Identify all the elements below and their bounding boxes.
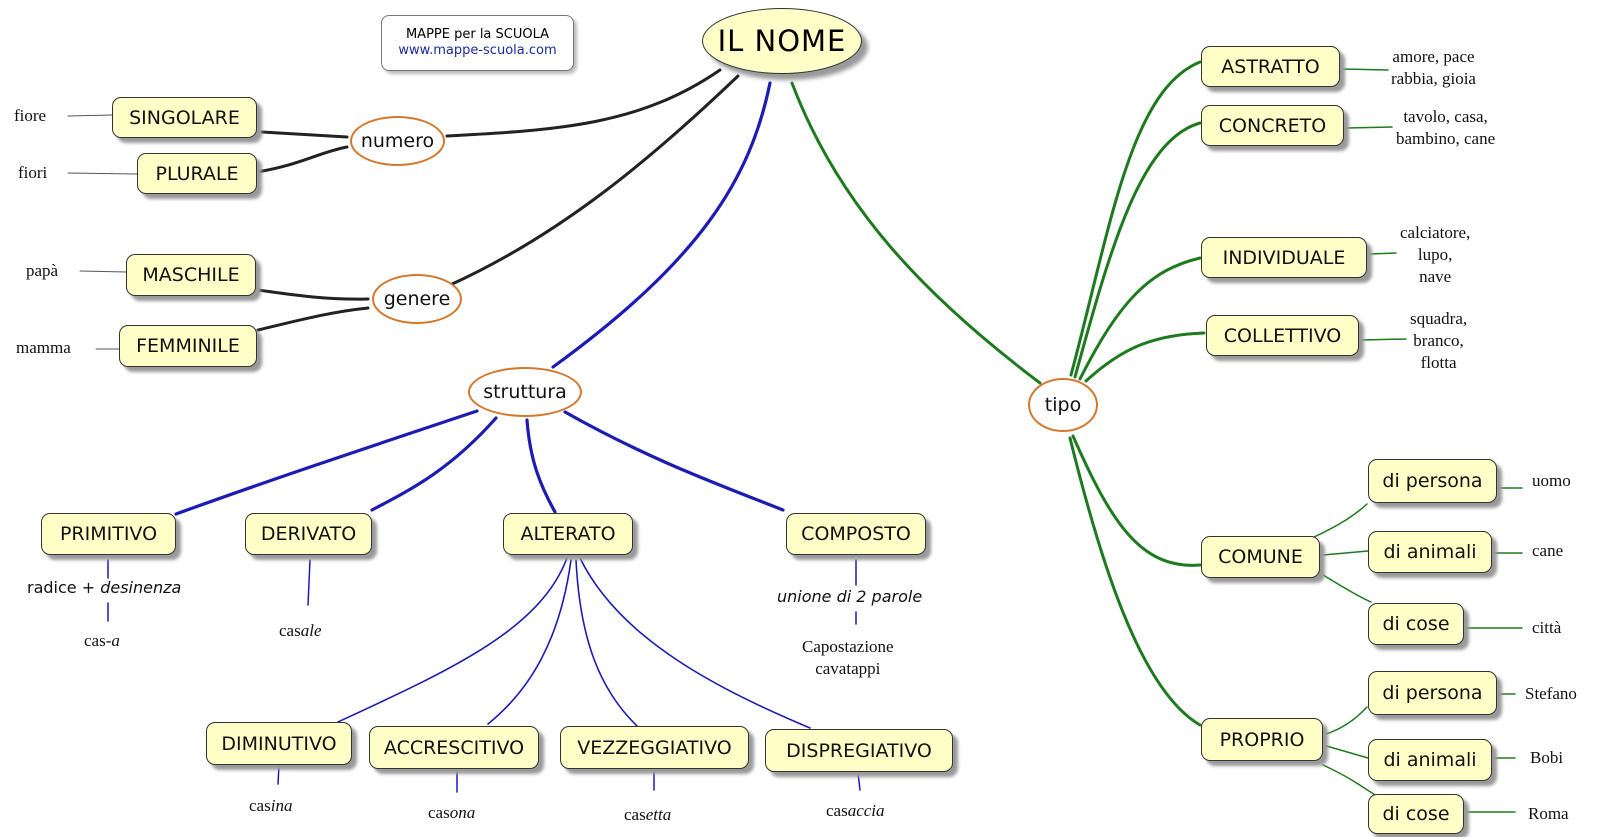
credit-url[interactable]: www.mappe-scuola.com (398, 43, 557, 58)
node-concreto: CONCRETO (1201, 105, 1344, 146)
node-comune-di-animali: di animali (1368, 531, 1492, 573)
example-femminile: mamma (16, 338, 71, 357)
example-accrescitivo: casona (428, 803, 476, 822)
node-composto: COMPOSTO (786, 513, 926, 555)
node-astratto: ASTRATTO (1201, 46, 1340, 87)
example-comune-persona: uomo (1532, 471, 1571, 490)
example-singolare: fiore (14, 106, 47, 125)
hub-genere: genere (372, 274, 462, 324)
node-dispregiativo: DISPREGIATIVO (765, 729, 953, 772)
hub-tipo: tipo (1028, 378, 1098, 432)
hub-struttura: struttura (468, 367, 582, 417)
node-accrescitivo: ACCRESCITIVO (369, 726, 539, 769)
node-vezzeggiativo: VEZZEGGIATIVO (560, 726, 749, 769)
example-dispregiativo: casaccia (826, 801, 885, 820)
node-individuale: INDIVIDUALE (1201, 237, 1367, 278)
example-vezzeggiativo: casetta (624, 805, 672, 824)
node-comune: COMUNE (1201, 536, 1320, 578)
example-proprio-animali: Bobi (1530, 748, 1564, 767)
example-proprio-cose: Roma (1528, 804, 1569, 823)
example-comune-animali: cane (1532, 541, 1564, 560)
example-diminutivo: casina (249, 796, 293, 815)
node-femminile: FEMMINILE (119, 325, 257, 367)
example-maschile: papà (26, 261, 59, 280)
root-node: IL NOME (702, 8, 862, 74)
credit-box: MAPPE per la SCUOLA www.mappe-scuola.com (381, 15, 574, 71)
example-concreto: tavolo, casa, bambino, cane (1396, 107, 1496, 148)
node-proprio-di-persona: di persona (1368, 671, 1497, 715)
node-proprio: PROPRIO (1201, 718, 1323, 761)
rule-composto: unione di 2 parole (777, 587, 923, 606)
example-proprio-persona: Stefano (1525, 684, 1577, 703)
rule-primitivo: radice + desinenza (27, 578, 182, 597)
node-primitivo: PRIMITIVO (41, 513, 176, 555)
example-primitivo: cas-a (84, 631, 120, 650)
node-comune-di-persona: di persona (1368, 459, 1497, 503)
node-maschile: MASCHILE (126, 254, 256, 296)
node-proprio-di-animali: di animali (1368, 739, 1492, 781)
node-collettivo: COLLETTIVO (1206, 315, 1359, 356)
example-astratto: amore, pace rabbia, gioia (1391, 47, 1476, 88)
node-singolare: SINGOLARE (112, 97, 257, 138)
example-plurale: fiori (18, 163, 48, 182)
example-derivato: casale (279, 621, 322, 640)
node-diminutivo: DIMINUTIVO (206, 722, 352, 765)
node-proprio-di-cose: di cose (1368, 794, 1464, 834)
example-collettivo: squadra, branco, flotta (1410, 309, 1468, 372)
example-individuale: calciatore, lupo, nave (1400, 223, 1471, 286)
credit-title: MAPPE per la SCUOLA (405, 27, 550, 42)
hub-numero: numero (350, 116, 445, 166)
node-alterato: ALTERATO (503, 513, 633, 555)
example-composto: Capostazione cavatappi (802, 637, 894, 678)
node-plurale: PLURALE (137, 153, 257, 194)
node-comune-di-cose: di cose (1368, 603, 1464, 645)
node-derivato: DERIVATO (245, 513, 372, 555)
example-comune-cose: città (1532, 618, 1562, 637)
